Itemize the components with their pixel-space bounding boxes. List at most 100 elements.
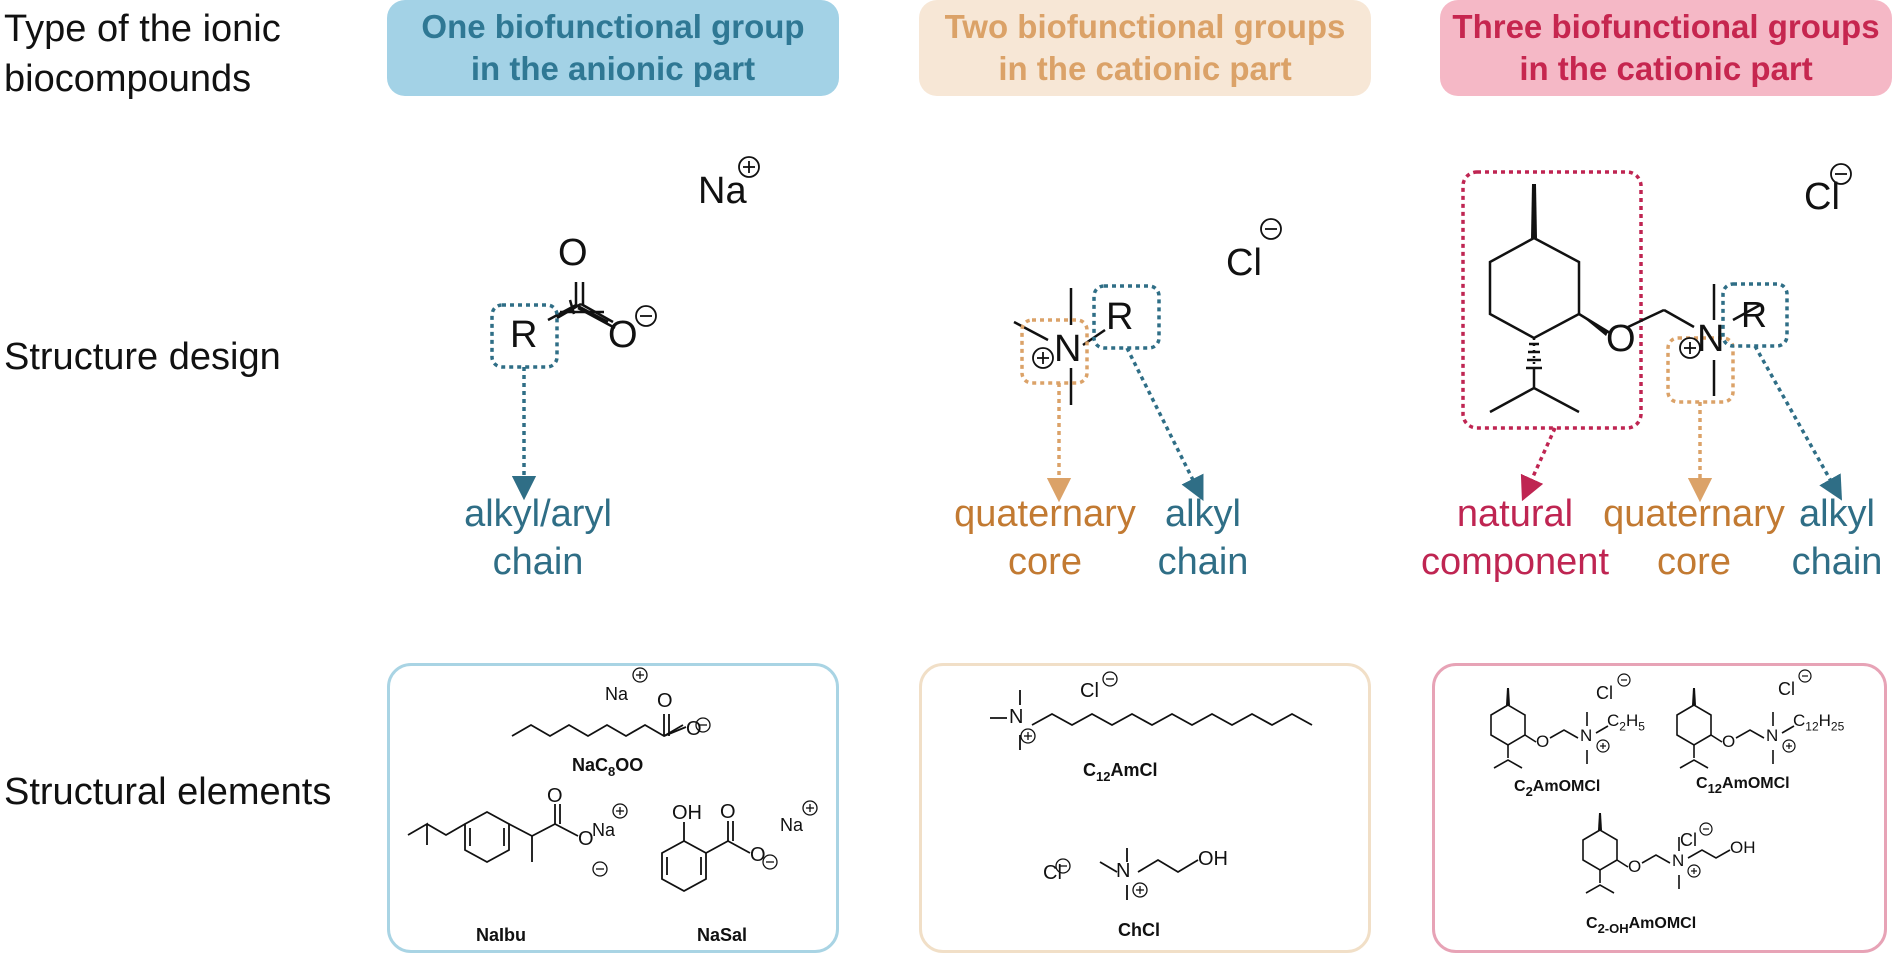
mol-chcl-charges	[1055, 858, 1148, 898]
mol-c2amomcl-n: N	[1580, 726, 1593, 745]
caption-col3-core-line1: quaternary	[1603, 493, 1785, 535]
mol-chcl-label: ChCl	[1118, 920, 1160, 940]
design-menthyl	[1488, 236, 1761, 414]
r-group-col2: R	[1106, 296, 1134, 338]
counter-ion-cl-col2: Cl	[1226, 242, 1262, 284]
mol-c12amomcl-o: O	[1722, 732, 1736, 751]
mol-nac8oo-charges	[632, 667, 711, 733]
counter-ion-na: Na	[698, 170, 747, 212]
row-label-elements: Structural elements	[4, 771, 332, 813]
row-label-structure: Structure design	[4, 336, 281, 378]
mol-c12amomcl-n: N	[1766, 726, 1779, 745]
r-box-col1	[490, 303, 559, 369]
mol-c12amomcl-ion: Cl	[1778, 679, 1795, 699]
group-pill-one-line1: One biofunctional group	[421, 8, 805, 45]
hash-isopropyl	[1526, 342, 1542, 388]
caption-col3-natural-line2: component	[1420, 541, 1609, 583]
counter-ion-cl-col3: Cl	[1804, 176, 1840, 218]
mol-nasal-label: NaSal	[697, 925, 748, 945]
mol-c12amomcl-drawing	[1676, 704, 1795, 769]
quat-box-col2	[1020, 318, 1089, 385]
mol-nac8oo-ion: Na	[605, 684, 629, 704]
caption-col3-chain-line2: chain	[1791, 541, 1883, 583]
mol-chcl-oh: OH	[1198, 848, 1228, 870]
wedge-oxy	[1579, 314, 1608, 336]
mol-c12amcl-charges	[1020, 671, 1118, 744]
row-label-type: Type of the ionic biocompounds	[4, 4, 281, 104]
caption-col3-natural: natural component	[1410, 490, 1620, 586]
caption-col2-core-line1: quaternary	[954, 493, 1136, 535]
mol-c12amcl-drawing	[990, 690, 1313, 750]
arrow-col3-chain	[1753, 345, 1843, 501]
caption-col3-chain-line1: alkyl	[1798, 493, 1876, 535]
mol-nac8oo-o-top: O	[657, 690, 673, 712]
r-group-col1: R	[510, 314, 538, 356]
mol-c2ohamomcl-ion: Cl	[1680, 830, 1697, 850]
group-pill-one: One biofunctional group in the anionic p…	[387, 0, 839, 96]
mol-c2amomcl-o: O	[1536, 732, 1550, 751]
mol-chcl-drawing	[1099, 848, 1199, 900]
group-pill-three: Three biofunctional groups in the cation…	[1440, 0, 1892, 96]
mol-naibu-drawing	[407, 804, 579, 864]
mol-nasal-o-minus: O	[750, 844, 766, 866]
caption-col3-chain: alkyl chain	[1782, 490, 1892, 586]
row-label-type-line1: Type of the ionic	[4, 8, 281, 50]
caption-col3-core: quaternary core	[1594, 490, 1794, 586]
mol-c2ohamomcl-drawing	[1582, 829, 1731, 894]
mol-naibu-o-top: O	[547, 785, 563, 807]
natural-box-col3	[1461, 170, 1643, 430]
carbonyl-o: O	[558, 232, 588, 274]
mol-naibu-label: NaIbu	[476, 925, 527, 945]
group-pill-two: Two biofunctional groups in the cationic…	[919, 0, 1371, 96]
mol-naibu-ion: Na	[592, 820, 616, 840]
mol-chcl-ion: Cl	[1043, 862, 1062, 884]
n-atom-col3: N	[1697, 318, 1725, 360]
mol-c2amomcl-ion: Cl	[1596, 683, 1613, 703]
caption-col3-natural-line1: natural	[1456, 493, 1574, 535]
group-pill-three-line2: in the cationic part	[1519, 50, 1813, 87]
mol-nasal-o-top: O	[720, 801, 736, 823]
group-pill-two-line1: Two biofunctional groups	[944, 8, 1346, 45]
mol-nasal-drawing	[661, 821, 751, 893]
mol-nasal-oh: OH	[672, 802, 702, 824]
caption-col2-chain: alkyl chain	[1148, 490, 1258, 586]
group-pill-one-line2: in the anionic part	[470, 50, 756, 87]
caption-col1-chain: alkyl/aryl chain	[448, 490, 628, 586]
mol-c2ohamomcl-o: O	[1628, 857, 1642, 876]
mol-nac8oo-label: NaC8OO	[572, 755, 644, 779]
mol-c2amomcl-drawing	[1490, 704, 1609, 769]
caption-col2-core-line2: core	[1008, 541, 1082, 583]
design-carboxylate	[547, 282, 616, 330]
group-pill-two-line2: in the cationic part	[998, 50, 1292, 87]
caption-col2-chain-line2: chain	[1157, 541, 1249, 583]
n-atom-col2: N	[1054, 328, 1082, 370]
mol-nasal-ion: Na	[780, 815, 804, 835]
mol-c2ohamomcl-n: N	[1672, 851, 1685, 870]
mol-c12amomcl-chain: C12H25	[1793, 711, 1845, 734]
r-group-col3: R	[1741, 294, 1767, 335]
quat-box-col3	[1666, 336, 1735, 404]
mol-c2ohamomcl-charges	[1687, 822, 1713, 878]
caption-col3-core-line2: core	[1657, 541, 1731, 583]
caption-col1-line2: chain	[492, 541, 584, 583]
arrow-col2-chain	[1125, 347, 1204, 501]
row-label-type-line2: biocompounds	[4, 58, 252, 100]
mol-nasal-charges	[762, 800, 818, 870]
mol-c2amomcl-chain: C2H5	[1607, 711, 1645, 734]
mol-c12amomcl-charges	[1782, 669, 1812, 753]
mol-naibu-o-minus: O	[578, 828, 594, 850]
mol-nac8oo-o-minus: O	[686, 718, 702, 740]
elements-box-anionic	[387, 663, 839, 953]
carboxylate-o: O	[608, 314, 638, 356]
caption-col1-line1: alkyl/aryl	[464, 493, 612, 535]
mol-c12amomcl-label: C12AmOMCl	[1696, 775, 1790, 796]
mol-c2ohamomcl-oh: OH	[1730, 838, 1756, 857]
mol-c2amomcl-charges	[1596, 673, 1631, 753]
charge-symbols	[635, 156, 1852, 327]
r-box-col2	[1092, 284, 1161, 350]
caption-col2-chain-line1: alkyl	[1164, 493, 1242, 535]
elements-box-cationic-two	[919, 663, 1371, 953]
mol-c12amcl-label: C12AmCl	[1083, 760, 1158, 784]
